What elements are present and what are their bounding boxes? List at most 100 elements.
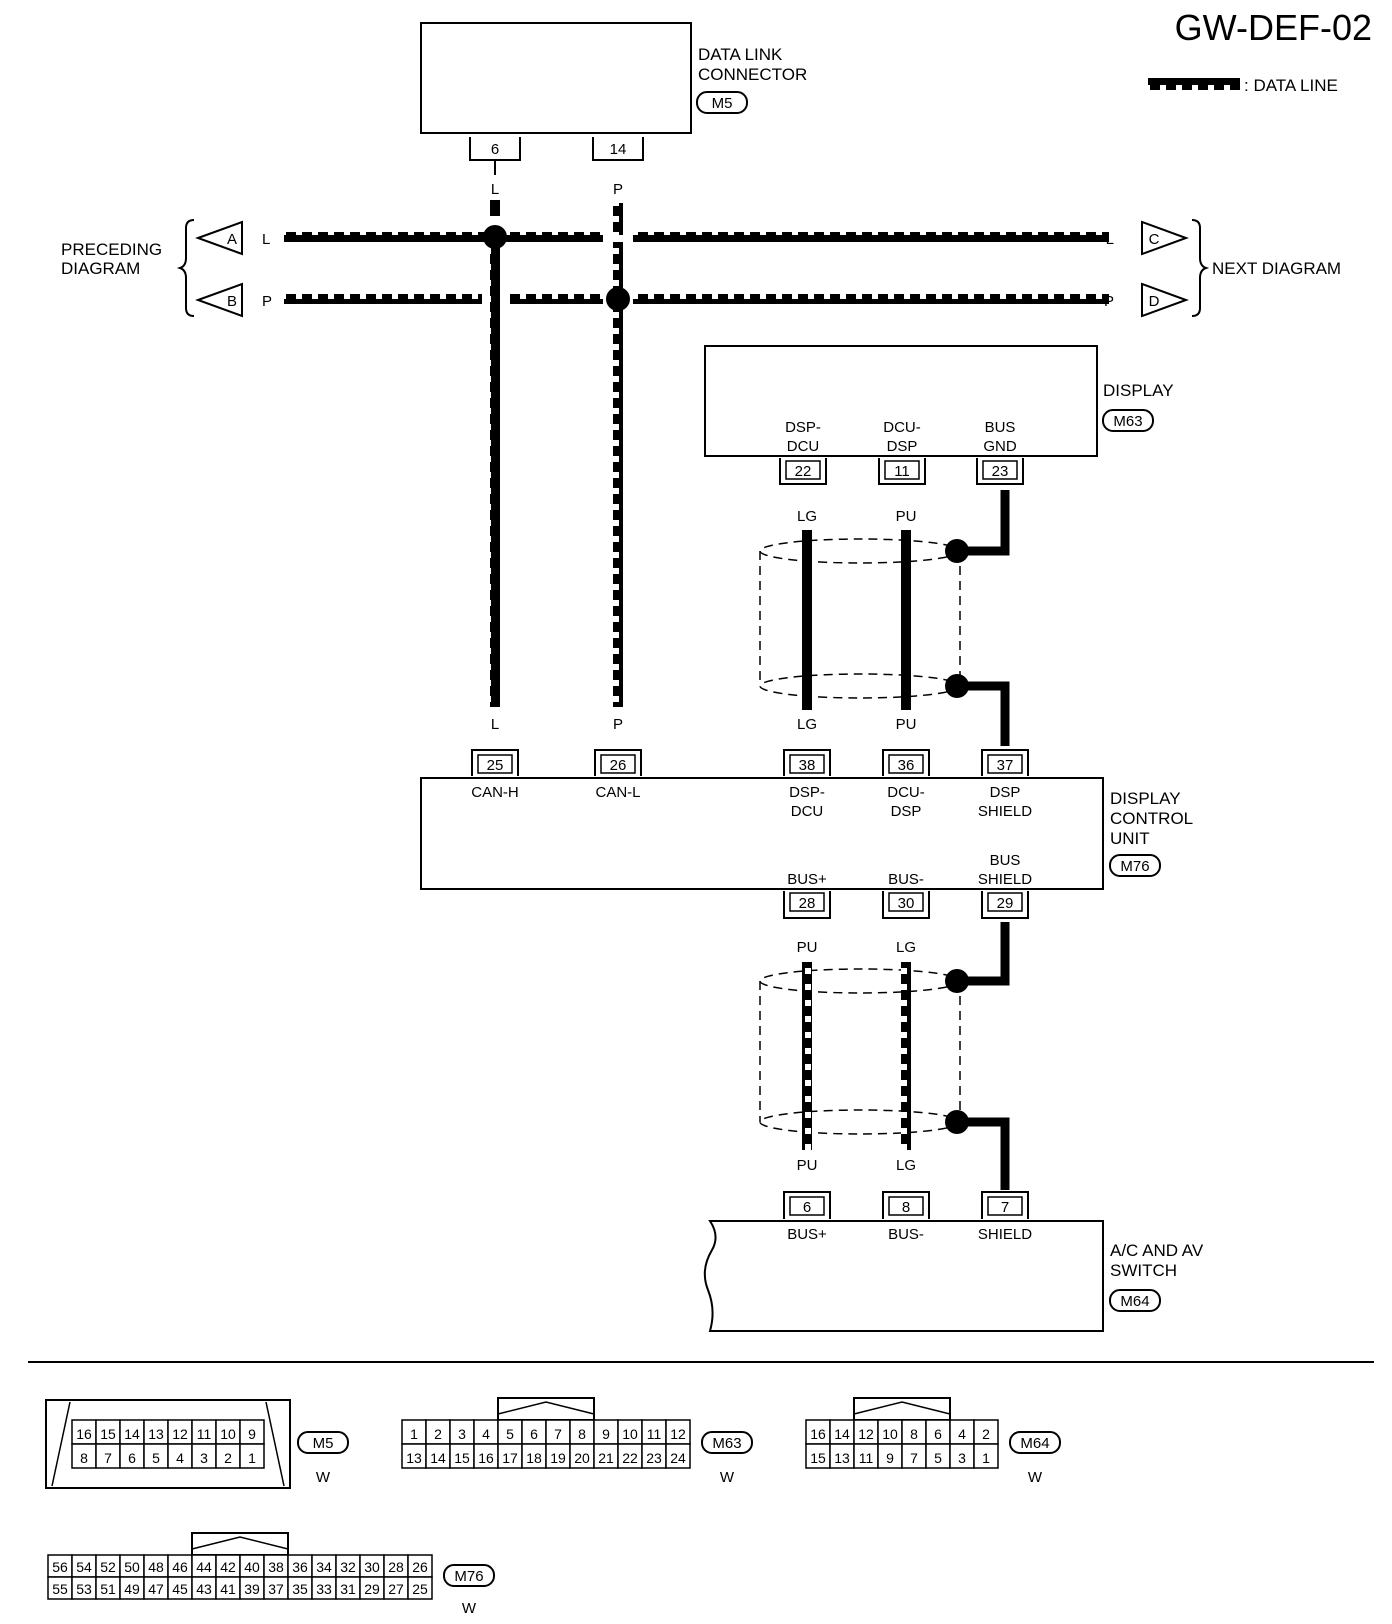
wire-color-pu-dcu: PU (896, 716, 917, 733)
m76-face-cell-31-label: 31 (340, 1581, 356, 1597)
ac-av-switch-name-line2: SWITCH (1110, 1261, 1177, 1280)
dcu-pin-37-number: 37 (997, 757, 1014, 774)
connector-tag-m63-label: M63 (1113, 413, 1142, 430)
can-line-l (284, 232, 1109, 242)
dcu-pin-28: 28 (783, 891, 831, 919)
dcu-pin-38-label-line1: DSP- (789, 784, 825, 801)
m64-face-cell-2 (973, 1419, 999, 1445)
dcu-pin-29: 29 (981, 891, 1029, 919)
m63-face-cell-9-label: 9 (602, 1426, 610, 1442)
m63-face-cell-15-label: 15 (454, 1450, 470, 1466)
m76-face-cell-54-label: 54 (76, 1559, 92, 1575)
dcu-pin-25: 25 (471, 749, 519, 776)
wire-color-lg-switch: LG (896, 1157, 916, 1174)
m63-face-cell-17 (497, 1443, 523, 1469)
m63-face-cell-19-label: 19 (550, 1450, 566, 1466)
shielded-cable-switch (759, 922, 1010, 1190)
m76-face-cell-37-label: 37 (268, 1581, 284, 1597)
dcu-pin-30: 30 (882, 891, 930, 919)
m64-face-cell-15-label: 15 (810, 1450, 826, 1466)
m76-face-cell-33-label: 33 (316, 1581, 332, 1597)
m64-face-cell-8 (901, 1419, 927, 1445)
m64-face-cell-12-label: 12 (858, 1426, 874, 1442)
m5-face-cell-7-label: 7 (104, 1450, 112, 1466)
splice-l (483, 225, 507, 249)
m63-face-cell-12 (665, 1419, 691, 1445)
next-diagram-label: NEXT DIAGRAM (1212, 259, 1341, 278)
dcu-pin-38-number: 38 (799, 757, 816, 774)
wire-color-lg-display: LG (797, 508, 817, 525)
m76-face-cell-43-label: 43 (196, 1581, 212, 1597)
dcu-pin-37-label-line1: DSP (990, 784, 1021, 801)
dcu-name-line3: UNIT (1110, 829, 1150, 848)
m76-face-cell-25 (407, 1576, 433, 1600)
m5-face-cell-2-label: 2 (224, 1450, 232, 1466)
m76-face-cell-42-label: 42 (220, 1559, 236, 1575)
m76-face-cell-39-label: 39 (244, 1581, 260, 1597)
dcu-pin-37: 37 (981, 749, 1029, 776)
wire-color-lg-dcu: LG (797, 716, 817, 733)
m64-face-cell-14 (829, 1419, 855, 1445)
wire-color-l-dlc: L (491, 181, 499, 198)
dlc-pin-14: 14 (592, 137, 644, 161)
connector-a-label: A (227, 231, 237, 248)
data-link-connector-name-line2: CONNECTOR (698, 65, 807, 84)
m76-face-cell-52-label: 52 (100, 1559, 116, 1575)
connector-b-arrow: B (195, 282, 243, 318)
dcu-pin-37-label-line2: SHIELD (978, 803, 1032, 820)
m76-face-tag-label: M76 (454, 1568, 483, 1585)
display-pin-23-label-line2: GND (983, 438, 1017, 455)
m76-face-cell-34-label: 34 (316, 1559, 332, 1575)
preceding-diagram-label-line1: PRECEDING (61, 240, 162, 259)
wire-color-p-next: P (1104, 293, 1114, 310)
m64-face-cell-3 (949, 1443, 975, 1469)
m76-face-tag (443, 1564, 495, 1587)
m76-face-cell-46-label: 46 (172, 1559, 188, 1575)
display-name: DISPLAY (1103, 381, 1174, 400)
connector-d-label: D (1149, 293, 1160, 310)
connector-tag-m63: M63 (1102, 409, 1154, 432)
switch-pin-7-number: 7 (1001, 1199, 1009, 1216)
display-pin-22-number: 22 (795, 463, 812, 480)
can-line-p (284, 294, 1109, 304)
switch-pin-8-number: 8 (902, 1199, 910, 1216)
page-title: GW-DEF-02 (1175, 7, 1372, 48)
dcu-pin-36-label-line2: DSP (891, 803, 922, 820)
connector-d-arrow: D (1141, 282, 1189, 318)
m5-face-cell-5 (143, 1443, 169, 1469)
display-pin-23-number: 23 (992, 463, 1009, 480)
m64-face-cell-6-label: 6 (934, 1426, 942, 1442)
m5-face-cell-3-label: 3 (200, 1450, 208, 1466)
m76-face-cell-29-label: 29 (364, 1581, 380, 1597)
m5-face-color-label: W (316, 1469, 331, 1486)
display-pin-22-label-line1: DSP- (785, 419, 821, 436)
m76-face-cell-25-label: 25 (412, 1581, 428, 1597)
m76-face-cell-44-label: 44 (196, 1559, 212, 1575)
switch-pin-7-label: SHIELD (978, 1226, 1032, 1243)
dcu-pin-29-label-line2: SHIELD (978, 871, 1032, 888)
m5-face-cell-12-label: 12 (172, 1426, 188, 1442)
m64-face-cell-5-label: 5 (934, 1450, 942, 1466)
m5-face-cell-1 (239, 1443, 265, 1469)
display-pin-23-label-line1: BUS (985, 419, 1016, 436)
next-brace (1191, 219, 1210, 317)
data-line-legend: : DATA LINE (1148, 76, 1338, 95)
m63-face-cell-20 (569, 1443, 595, 1469)
dlc-pin-6-number: 6 (491, 141, 499, 158)
m64-face-cell-14-label: 14 (834, 1426, 850, 1442)
m5-face-cell-15-label: 15 (100, 1426, 116, 1442)
dcu-pin-25-label: CAN-H (471, 784, 519, 801)
dlc-pin-14-number: 14 (610, 141, 627, 158)
dcu-pin-28-label: BUS+ (787, 871, 827, 888)
m64-face-cell-10-label: 10 (882, 1426, 898, 1442)
m63-face-cell-16 (473, 1443, 499, 1469)
m76-face-cell-49-label: 49 (124, 1581, 140, 1597)
m64-face-color-label: W (1028, 1469, 1043, 1486)
dcu-pin-26-number: 26 (610, 757, 627, 774)
ac-av-switch-box (703, 1220, 1104, 1332)
dcu-pin-36-number: 36 (898, 757, 915, 774)
dcu-pin-26-label: CAN-L (595, 784, 640, 801)
m63-face-cell-13-label: 13 (406, 1450, 422, 1466)
